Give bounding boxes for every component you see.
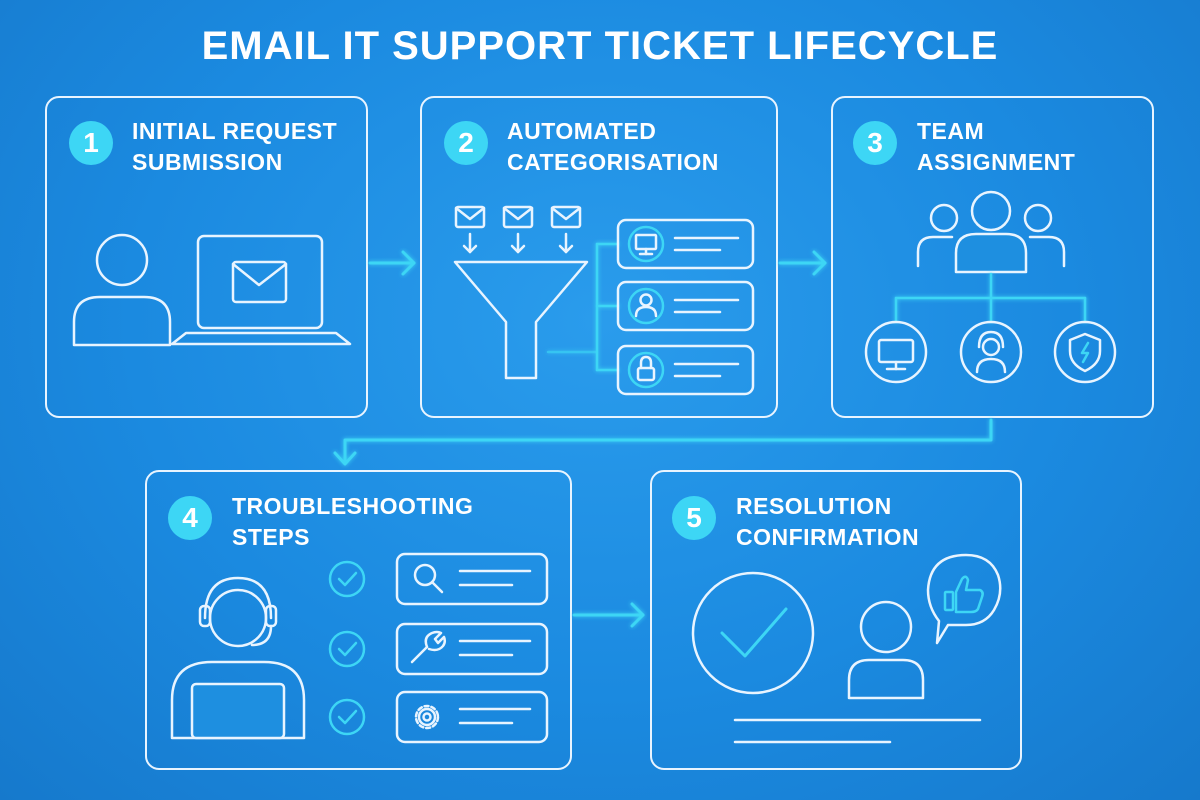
category-card-monitor	[616, 218, 755, 270]
email-icon	[231, 260, 288, 304]
arrow-1-to-2	[368, 250, 416, 276]
step-5-panel	[650, 470, 1022, 770]
user-icon	[634, 293, 658, 318]
user-icon	[847, 600, 925, 700]
arrow-3-to-4	[333, 418, 993, 466]
checkmark-circle-icon	[691, 571, 815, 695]
step-1-badge: 1	[69, 121, 113, 165]
support-agent-icon	[170, 576, 306, 740]
step-card-wrench	[395, 622, 549, 676]
email-icon	[502, 205, 534, 254]
document-lines	[733, 718, 982, 744]
lock-icon	[636, 355, 656, 382]
step-5-badge: 5	[672, 496, 716, 540]
gear-icon	[414, 704, 440, 730]
checkmark-icon	[328, 630, 366, 668]
page-title: EMAIL IT SUPPORT TICKET LIFECYCLE	[201, 24, 999, 68]
team-tree-lines	[894, 272, 1087, 324]
checkmark-icon	[328, 698, 366, 736]
thumbs-up-icon	[926, 553, 1002, 645]
step-4-badge: 4	[168, 496, 212, 540]
team-icon	[916, 190, 1066, 274]
step-5-title: RESOLUTION CONFIRMATION	[736, 493, 920, 550]
step-3-badge: 3	[853, 121, 897, 165]
wrench-icon	[410, 630, 447, 664]
user-icon	[72, 233, 172, 347]
step-1-title: INITIAL REQUEST SUBMISSION	[132, 118, 338, 175]
step-card-search	[395, 552, 549, 606]
category-card-lock	[616, 344, 755, 396]
monitor-icon	[864, 320, 928, 384]
email-icon	[550, 205, 582, 254]
step-3-panel	[831, 96, 1154, 418]
search-icon	[413, 563, 444, 594]
email-icon	[454, 205, 486, 254]
step-2-title: AUTOMATED CATEGORISATION	[507, 118, 719, 175]
step-4-title: TROUBLESHOOTING STEPS	[232, 493, 474, 550]
monitor-icon	[634, 233, 658, 256]
category-connectors	[546, 242, 620, 372]
step-1-panel	[45, 96, 368, 418]
arrow-2-to-3	[778, 250, 827, 276]
step-2-badge: 2	[444, 121, 488, 165]
step-3-title: TEAM ASSIGNMENT	[917, 118, 1076, 175]
category-card-user	[616, 280, 755, 332]
laptop-email-icon	[170, 234, 352, 346]
step-2-panel	[420, 96, 778, 418]
funnel-icon	[453, 260, 589, 380]
shield-icon	[1053, 320, 1117, 384]
step-card-gear	[395, 690, 549, 744]
arrow-4-to-5	[572, 602, 645, 628]
headset-agent-icon	[959, 320, 1023, 384]
step-4-panel	[145, 470, 572, 770]
checkmark-icon	[328, 560, 366, 598]
